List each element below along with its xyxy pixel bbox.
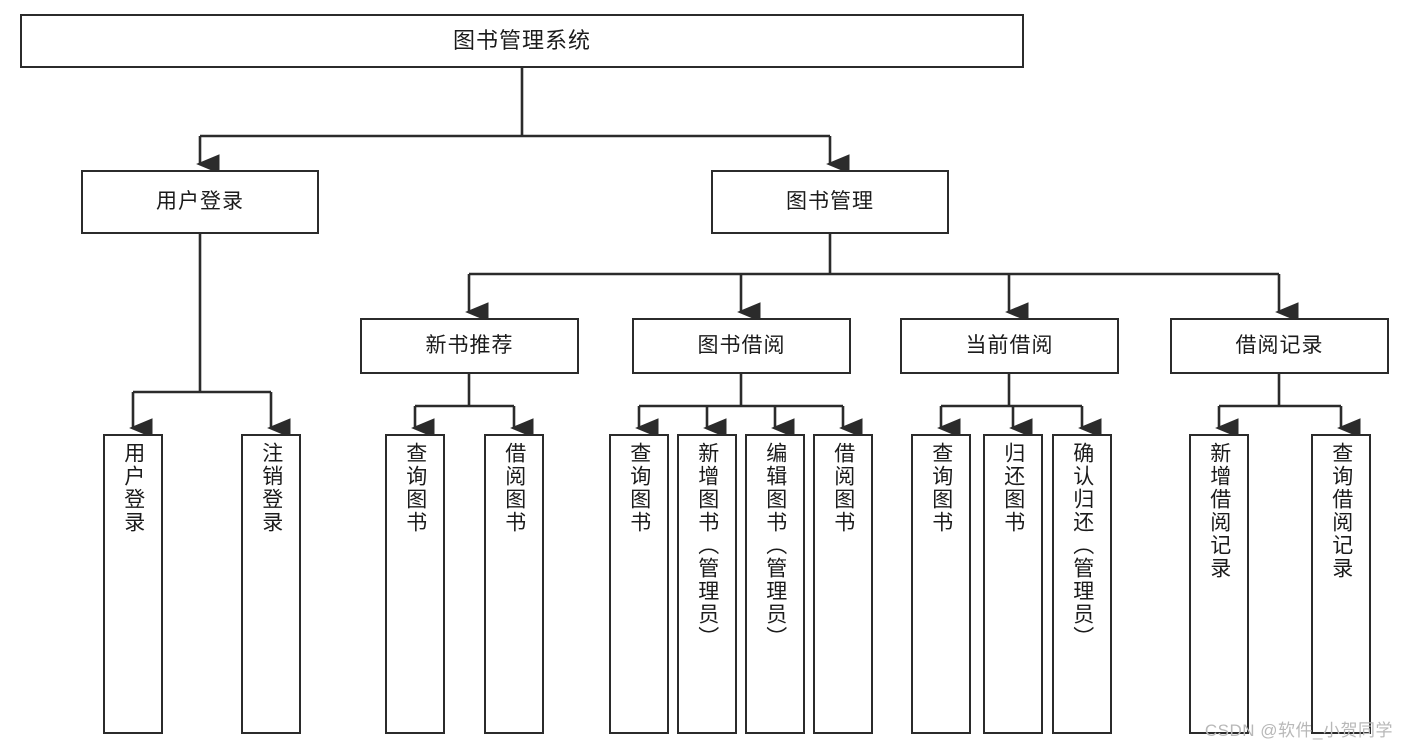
node-leaf-user-login-label: 用户登录 (121, 442, 145, 534)
node-book-borrow-label: 图书借阅 (697, 334, 786, 358)
node-leaf-query-record[interactable]: 查询借阅记录 (1311, 434, 1371, 734)
node-book-borrow[interactable]: 图书借阅 (632, 318, 851, 374)
node-current-borrow-label: 当前借阅 (965, 334, 1054, 358)
node-book-manage-label: 图书管理 (786, 190, 874, 214)
node-leaf-borrow-book-bor[interactable]: 借阅图书 (813, 434, 873, 734)
node-leaf-query-book-rec[interactable]: 查询图书 (385, 434, 445, 734)
node-leaf-edit-book[interactable]: 编辑图书（管理员） (745, 434, 805, 734)
node-user-login[interactable]: 用户登录 (81, 170, 319, 234)
node-leaf-query-book-bor-label: 查询图书 (627, 442, 651, 534)
node-leaf-return-book[interactable]: 归还图书 (983, 434, 1043, 734)
node-leaf-borrow-book-rec-label: 借阅图书 (502, 442, 526, 534)
node-new-book-recommend[interactable]: 新书推荐 (360, 318, 579, 374)
node-leaf-borrow-book-rec[interactable]: 借阅图书 (484, 434, 544, 734)
node-user-login-label: 用户登录 (156, 190, 244, 214)
node-leaf-add-record[interactable]: 新增借阅记录 (1189, 434, 1249, 734)
node-leaf-user-logout-label: 注销登录 (259, 442, 283, 534)
node-leaf-add-book[interactable]: 新增图书（管理员） (677, 434, 737, 734)
node-leaf-query-record-label: 查询借阅记录 (1329, 442, 1353, 580)
node-root-label: 图书管理系统 (452, 27, 591, 53)
node-leaf-query-book-cur[interactable]: 查询图书 (911, 434, 971, 734)
node-root[interactable]: 图书管理系统 (20, 14, 1024, 68)
watermark: CSDN @软件_小贺同学 (1204, 721, 1393, 740)
node-leaf-borrow-book-bor-label: 借阅图书 (831, 442, 855, 534)
node-leaf-confirm-return-label: 确认归还（管理员） (1070, 442, 1094, 649)
node-leaf-user-logout[interactable]: 注销登录 (241, 434, 301, 734)
node-leaf-return-book-label: 归还图书 (1001, 442, 1025, 534)
node-current-borrow[interactable]: 当前借阅 (900, 318, 1119, 374)
node-new-book-recommend-label: 新书推荐 (425, 334, 514, 358)
node-leaf-query-book-bor[interactable]: 查询图书 (609, 434, 669, 734)
node-leaf-confirm-return[interactable]: 确认归还（管理员） (1052, 434, 1112, 734)
node-leaf-user-login[interactable]: 用户登录 (103, 434, 163, 734)
node-leaf-add-record-label: 新增借阅记录 (1207, 442, 1231, 580)
node-borrow-record[interactable]: 借阅记录 (1170, 318, 1389, 374)
node-book-manage[interactable]: 图书管理 (711, 170, 949, 234)
node-leaf-query-book-cur-label: 查询图书 (929, 442, 953, 534)
node-leaf-add-book-label: 新增图书（管理员） (695, 442, 719, 649)
node-leaf-edit-book-label: 编辑图书（管理员） (763, 442, 787, 649)
node-borrow-record-label: 借阅记录 (1235, 334, 1324, 358)
node-leaf-query-book-rec-label: 查询图书 (403, 442, 427, 534)
